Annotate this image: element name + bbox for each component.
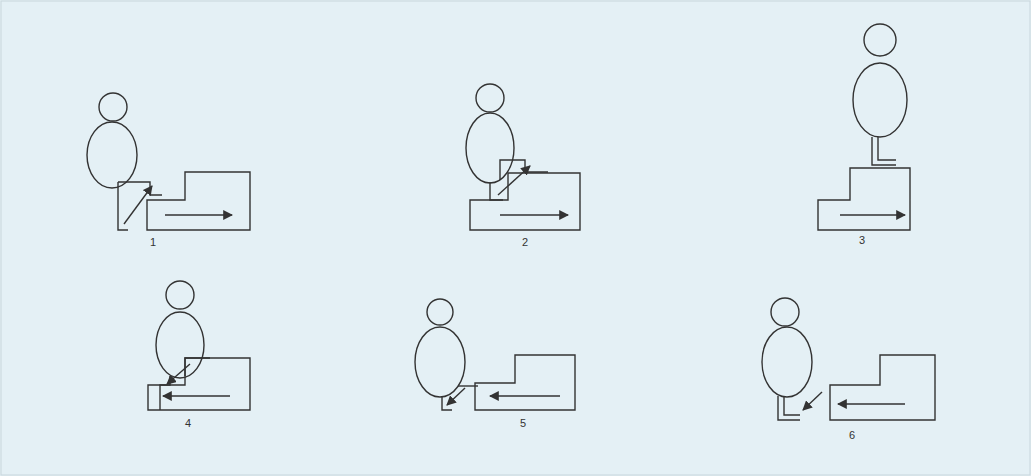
callout-number: 1 [150,236,156,248]
callout-number: 5 [520,417,526,429]
callout-number: 6 [849,429,855,441]
callout-number: 4 [185,417,191,429]
callout-number: 3 [859,234,865,246]
step-figure-5 [415,299,575,410]
step-figure-6 [762,298,935,420]
step-figure-4 [148,281,250,410]
step-figure-2 [466,84,580,230]
step-figure-1 [87,93,250,230]
step-figure-3 [818,24,910,230]
callout-number: 2 [522,236,528,248]
